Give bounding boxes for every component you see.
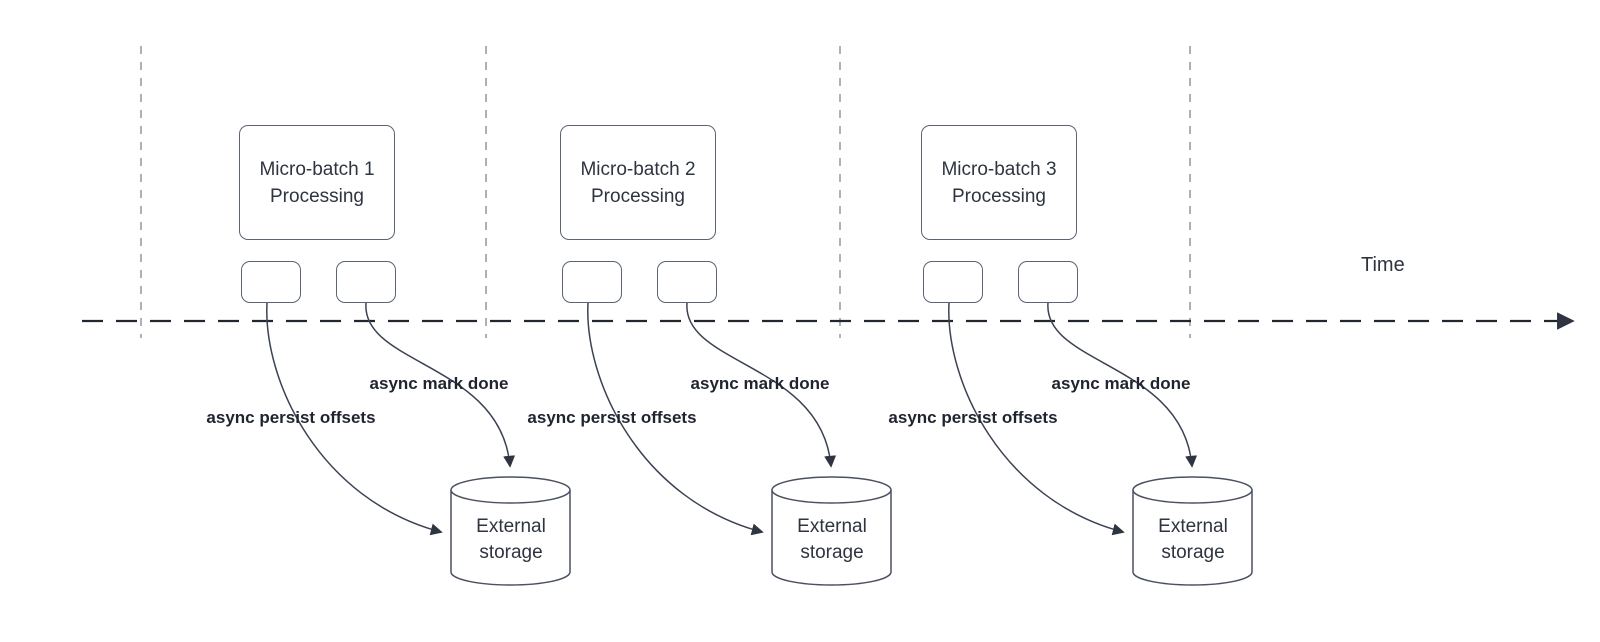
processing-box-label-line1: Micro-batch 1 bbox=[259, 158, 375, 180]
processing-box-label-line2: Processing bbox=[270, 185, 364, 207]
group1-graphics bbox=[266, 302, 571, 586]
processing-box-label-line1: Micro-batch 2 bbox=[580, 158, 696, 180]
time-axis-label: Time bbox=[1361, 254, 1405, 276]
storage-label-line2: storage bbox=[800, 542, 864, 563]
processing-box-label-line1: Micro-batch 3 bbox=[941, 158, 1057, 180]
group2-graphics bbox=[587, 302, 892, 586]
storage-cylinder-top bbox=[450, 476, 571, 504]
persist-offsets-label: async persist offsets bbox=[206, 408, 376, 427]
mark-done-arrow bbox=[365, 302, 516, 468]
mark-done-label: async mark done bbox=[690, 374, 830, 393]
storage-label-line2: storage bbox=[479, 542, 543, 563]
mark-done-label: async mark done bbox=[1051, 374, 1191, 393]
processing-box-label-line2: Processing bbox=[591, 185, 685, 207]
mark-done-task-box bbox=[657, 261, 717, 303]
persist-offsets-task-box bbox=[241, 261, 301, 303]
storage-cylinder-body bbox=[450, 490, 571, 586]
processing-box: Micro-batch 3 Processing bbox=[921, 125, 1077, 240]
processing-box-label-line2: Processing bbox=[952, 185, 1046, 207]
storage-label-line1: External bbox=[797, 516, 867, 537]
mark-done-arrow bbox=[1047, 302, 1198, 468]
storage-cylinder-body bbox=[1132, 490, 1253, 586]
persist-offsets-arrow bbox=[266, 302, 443, 536]
persist-offsets-label: async persist offsets bbox=[888, 408, 1058, 427]
persist-offsets-arrow bbox=[587, 302, 764, 536]
microbatch-group-2: Micro-batch 2 Processing async persist o… bbox=[527, 0, 900, 642]
persist-offsets-task-box bbox=[562, 261, 622, 303]
storage-cylinder-top bbox=[1132, 476, 1253, 504]
storage-label-line2: storage bbox=[1161, 542, 1225, 563]
external-storage-label: External storage bbox=[451, 514, 571, 566]
persist-offsets-label: async persist offsets bbox=[527, 408, 697, 427]
processing-box: Micro-batch 2 Processing bbox=[560, 125, 716, 240]
microbatch-group-1: Micro-batch 1 Processing async persist o… bbox=[206, 0, 579, 642]
persist-offsets-arrow bbox=[948, 302, 1125, 536]
processing-box: Micro-batch 1 Processing bbox=[239, 125, 395, 240]
mark-done-arrow bbox=[686, 302, 837, 468]
microbatch-group-3: Micro-batch 3 Processing async persist o… bbox=[888, 0, 1261, 642]
mark-done-label: async mark done bbox=[369, 374, 509, 393]
mark-done-task-box bbox=[336, 261, 396, 303]
storage-cylinder-body bbox=[771, 490, 892, 586]
mark-done-task-box bbox=[1018, 261, 1078, 303]
storage-label-line1: External bbox=[476, 516, 546, 537]
storage-cylinder-top bbox=[771, 476, 892, 504]
external-storage-label: External storage bbox=[772, 514, 892, 566]
persist-offsets-task-box bbox=[923, 261, 983, 303]
group3-graphics bbox=[948, 302, 1253, 586]
storage-label-line1: External bbox=[1158, 516, 1228, 537]
external-storage-label: External storage bbox=[1133, 514, 1253, 566]
